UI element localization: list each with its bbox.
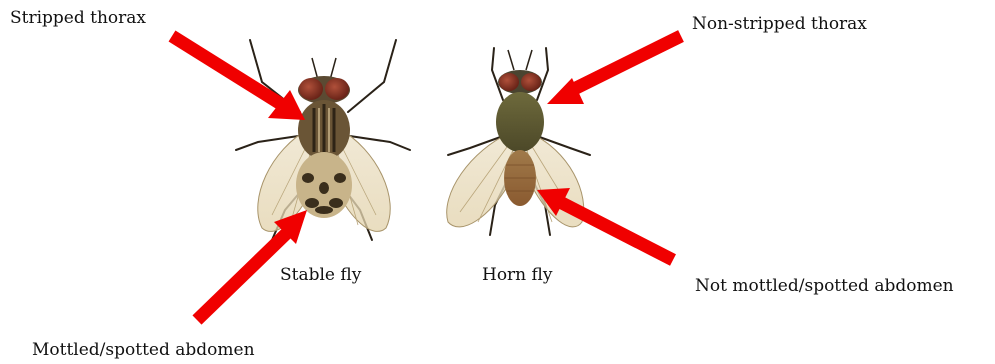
arrow-non-stripped-thorax [547, 36, 681, 104]
stable-fly-image [236, 40, 410, 240]
label-non-stripped-thorax: Non-stripped thorax [692, 14, 867, 34]
label-not-mottled-abdomen: Not mottled/spotted abdomen [695, 276, 954, 296]
label-stripped-thorax: Stripped thorax [10, 8, 146, 28]
caption-horn-fly: Horn fly [482, 265, 552, 285]
arrow-not-mottled-abdomen [537, 188, 673, 260]
caption-stable-fly: Stable fly [280, 265, 361, 285]
label-mottled-abdomen: Mottled/spotted abdomen [32, 340, 255, 360]
arrow-stripped-thorax [172, 36, 305, 120]
